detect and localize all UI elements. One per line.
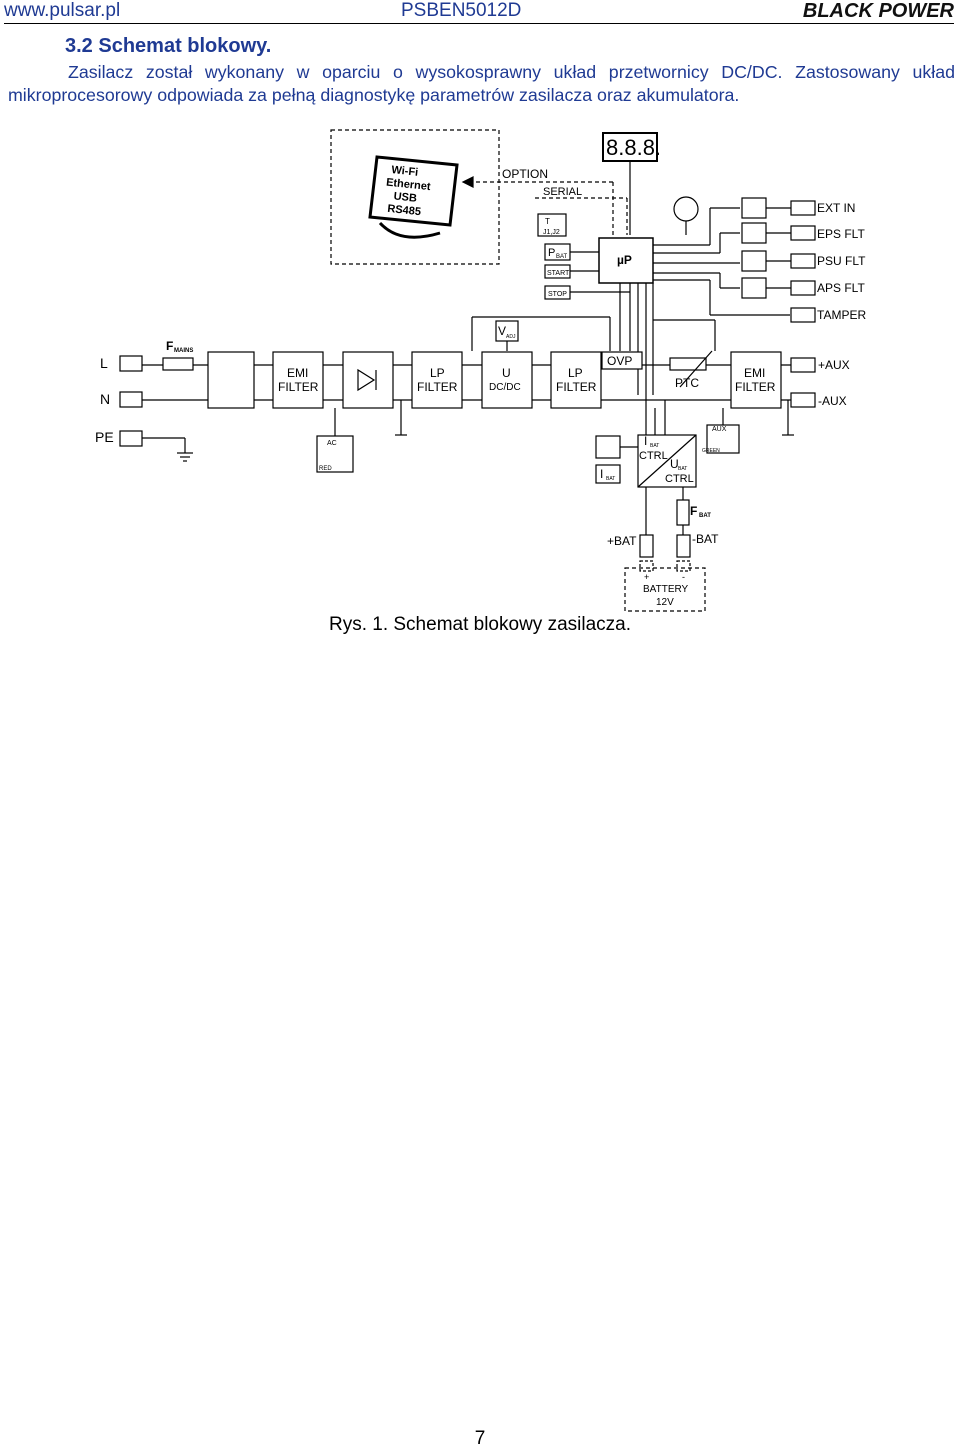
section-paragraph: Zasilacz został wykonany w oparciu o wys…	[8, 62, 955, 105]
out-psu-flt: PSU FLT	[817, 254, 866, 268]
fbat-main: F	[690, 504, 697, 518]
emi2-l2: FILTER	[735, 380, 776, 394]
ctrl-ubat-sub: BAT	[678, 466, 687, 472]
ibat-led: I	[600, 467, 603, 481]
ctrl-ibat-sub: BAT	[650, 443, 659, 449]
lp2-l2: FILTER	[556, 380, 597, 394]
monitor-icon	[368, 155, 459, 227]
figure-caption: Rys. 1. Schemat blokowy zasilacza.	[328, 614, 631, 635]
battery-plus: +	[644, 572, 649, 582]
ac-led-color: RED	[319, 466, 332, 472]
out-aps-flt: APS FLT	[817, 281, 865, 295]
fuse-label: F	[166, 339, 173, 353]
lp1-l1: LP	[430, 366, 445, 380]
option-label: OPTION	[502, 167, 548, 181]
btn-j1j2: J1,J2	[543, 229, 560, 236]
ptc-label: PTC	[675, 376, 699, 390]
out-eps-flt: EPS FLT	[817, 227, 865, 241]
btn-t: T	[545, 217, 550, 226]
ctrl-ubat: U	[670, 457, 679, 471]
opt-wifi: Wi-Fi	[391, 164, 419, 179]
dcdc-l2: DC/DC	[489, 382, 521, 393]
btn-start: START	[547, 270, 570, 277]
page-header: www.pulsar.pl PSBEN5012D BLACK POWER	[0, 0, 960, 24]
ac-led-label: AC	[327, 440, 337, 447]
input-l: L	[100, 355, 108, 371]
aux-led-label: AUX	[712, 426, 727, 433]
vadj-main: V	[498, 324, 506, 338]
ctrl-ctrl2: CTRL	[665, 473, 694, 485]
opt-ethernet: Ethernet	[386, 177, 432, 194]
opt-usb: USB	[393, 190, 417, 204]
opt-rs485: RS485	[387, 203, 422, 218]
aux-minus: -AUX	[818, 394, 847, 408]
ctrl-ctrl1: CTRL	[639, 450, 668, 462]
header-model: PSBEN5012D	[401, 0, 522, 21]
ibat-led-sub: BAT	[606, 476, 615, 482]
fbat-sub: BAT	[699, 513, 711, 519]
bat-plus: +BAT	[607, 534, 637, 548]
serial-label: SERIAL	[543, 186, 582, 198]
battery-line2: 12V	[656, 597, 674, 608]
up-chip	[598, 237, 654, 284]
ovp-label: OVP	[607, 354, 632, 368]
section-title: 3.2 Schemat blokowy.	[65, 35, 272, 57]
bat-minus: -BAT	[692, 532, 719, 546]
out-ext-in: EXT IN	[817, 201, 855, 215]
header-divider	[4, 23, 954, 24]
dcdc-l1: U	[502, 366, 511, 380]
out-tamper: TAMPER	[817, 308, 866, 322]
btn-stop: STOP	[548, 291, 567, 298]
ctrl-ibat: I	[644, 434, 647, 448]
emi1-l1: EMI	[287, 366, 308, 380]
emi1-l2: FILTER	[278, 380, 319, 394]
lp1-l2: FILTER	[417, 380, 458, 394]
emi2-l1: EMI	[744, 366, 765, 380]
header-website[interactable]: www.pulsar.pl	[4, 0, 121, 21]
input-n: N	[100, 391, 110, 407]
battery-minus: -	[682, 572, 685, 582]
header-series: BLACK POWER	[802, 0, 954, 22]
aux-led-color: GREEN	[702, 448, 720, 454]
btn-pbat-sub: BAT	[556, 254, 568, 260]
fuse-sub: MAINS	[174, 348, 193, 354]
option-box	[330, 129, 500, 265]
vadj-sub: ADJ	[506, 334, 516, 340]
lp2-l1: LP	[568, 366, 583, 380]
display-digits: 8.8.8.	[606, 135, 661, 160]
page-number: 7	[474, 1428, 486, 1449]
input-pe: PE	[95, 429, 114, 445]
battery-line1: BATTERY	[643, 584, 689, 595]
btn-p: P	[548, 247, 555, 259]
up-label: µP	[617, 253, 632, 267]
aux-plus: +AUX	[818, 358, 850, 372]
block-diagram: Wi-Fi Ethernet USB RS485 OPTION SERIAL 8…	[95, 129, 866, 612]
